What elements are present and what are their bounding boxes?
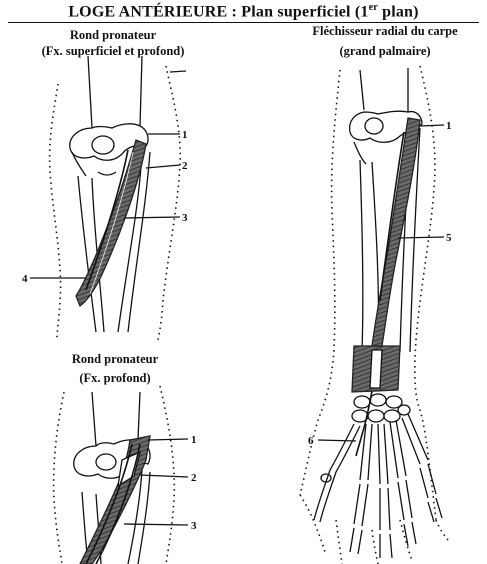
flexor-carpi-radialis-muscle [371, 117, 421, 347]
skin-outline-left [48, 83, 62, 339]
panel-right [299, 65, 449, 564]
label-r-1: 1 [446, 120, 452, 132]
carpal-bones [351, 393, 411, 423]
label-r-6: 6 [308, 435, 314, 447]
skin-outline-right [157, 65, 182, 341]
skin-outline-left-2 [52, 391, 65, 564]
skin-outline-right-arm-left [299, 69, 341, 496]
caption-top-left-1: Rond pronateur [69, 28, 157, 42]
humerus-right [359, 68, 409, 112]
panel-bottom-left [52, 385, 189, 564]
label-bl-2: 2 [191, 472, 197, 484]
title-rule [8, 22, 479, 23]
caption-right-2: (grand palmaire) [339, 44, 431, 58]
caption-top-left-2: (Fx. superficiel et profond) [41, 44, 185, 58]
page-title: LOGE ANTÉRIEURE : Plan superficiel (1er … [68, 2, 419, 21]
label-r-5: 5 [446, 232, 452, 244]
panel-top-left [30, 55, 187, 341]
caption-bottom-left-1: Rond pronateur [71, 352, 159, 366]
label-bl-3: 3 [191, 520, 197, 532]
skin-outline-right-arm-right [414, 65, 437, 521]
elbow-joint [69, 123, 149, 161]
label-tl-4: 4 [22, 273, 28, 285]
humerus [87, 55, 143, 129]
pronator-teres-muscle [75, 139, 147, 308]
caption-bottom-left-2: (Fx. profond) [79, 371, 151, 385]
label-bl-1: 1 [191, 434, 197, 446]
caption-right-1: Fléchisseur radial du carpe [312, 24, 458, 38]
label-tl-1: 1 [182, 129, 188, 141]
skin-outline-right-2 [159, 385, 176, 564]
hand-bones [313, 413, 443, 559]
skin-outline-fingers [299, 494, 449, 564]
humerus-2 [91, 391, 141, 447]
label-tl-2: 2 [182, 160, 188, 172]
label-tl-3: 3 [182, 212, 188, 224]
ulna-2 [127, 469, 151, 564]
